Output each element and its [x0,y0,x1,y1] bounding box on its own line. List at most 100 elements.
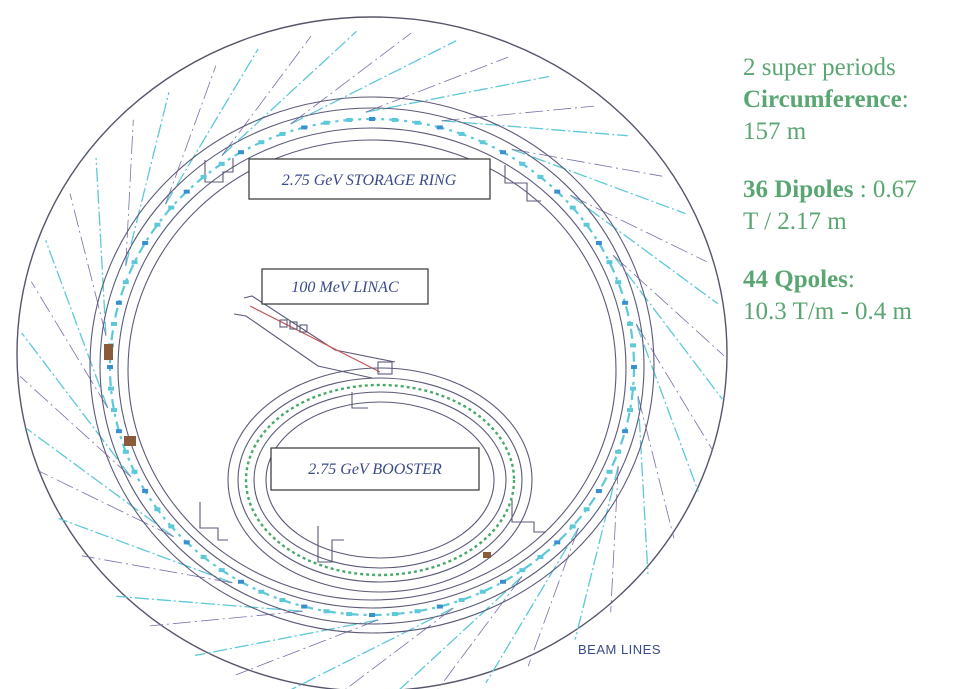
ring-magnet [238,150,244,155]
ring-magnet [238,579,244,584]
beam-line-boundary [30,281,109,409]
ring-magnet [142,489,149,493]
circumference-line: Circumference: [743,84,963,116]
linac-tunnel-upper [243,295,396,363]
beam-line [485,527,580,684]
storage-ring-inner-wall [127,139,617,601]
beam-line-boundary [37,470,174,538]
ring-magnet [631,365,637,369]
beam-line [637,396,649,575]
ring-magnet [323,609,330,614]
ring-magnet [606,469,613,474]
ring-notch-top-right [504,165,541,202]
ring-notch-bottom-left [199,502,228,541]
beam-line-boundary [69,193,107,336]
ring-magnet [479,589,486,594]
storage-ring-label: 2.75 GeV STORAGE RING [282,172,457,189]
linac-klystron-3 [299,324,308,333]
linac-klystron-2 [289,321,298,330]
dipoles-label: 36 Dipoles [743,176,854,203]
beam-line [194,619,379,657]
booster-injection [351,392,368,409]
ring-magnet [622,429,629,434]
booster-outer-wall [227,367,533,593]
ring-magnet [168,205,175,210]
ring-magnet [110,408,117,413]
ring-magnet [131,469,138,474]
ring-magnet [107,386,114,391]
beam-line-boundary [221,35,312,156]
ring-magnet [627,408,634,413]
beam-line-boundary [165,65,217,205]
ring-magnet [122,449,129,454]
ring-magnet [414,120,421,125]
ring-magnet [258,140,265,145]
booster [227,367,533,593]
ring-magnet [154,507,161,512]
ring-magnet [622,300,629,305]
ring-magnet [183,189,190,194]
ring-magnet [615,280,622,285]
booster-notch [317,526,344,563]
beam-line [164,48,259,205]
ring-magnet [537,554,544,559]
ring-magnet [630,386,637,391]
beam-line [290,607,454,689]
beam-line [365,75,550,113]
beam-line-boundary [612,254,725,356]
ring-notch-bottom-right [511,500,546,533]
ring-magnet [346,117,353,122]
ring-magnet [615,449,622,454]
equipment-block-right [483,552,491,558]
qpoles-value: 10.3 T/m - 0.4 m [743,298,912,325]
booster-wall-2 [237,377,523,583]
circumference-value: 157 m [743,118,807,145]
specifications-panel: 2 super periods Circumference: 157 m 36 … [743,52,963,328]
beam-line [612,254,723,400]
beam-line [441,120,628,137]
ring-magnet [301,125,308,130]
ring-magnet [200,175,207,180]
linac-beam-pipe [249,305,381,373]
ring-magnet [606,260,613,265]
ring-magnet [107,365,113,369]
beam-line-boundary [527,527,579,667]
linac-label: 100 MeV LINAC [291,279,399,296]
ring-magnet [131,260,138,265]
beam-line-boundary [570,194,707,262]
ring-magnet [218,161,225,166]
dipoles-value: T / 2.17 m [743,208,847,235]
beam-line-boundary [345,607,454,689]
ring-magnet [500,150,506,155]
beam-line [511,148,686,215]
ring-magnet [479,140,486,145]
ring-magnet [500,579,506,584]
beam-line-boundary [437,576,523,689]
ring-magnet [537,175,544,180]
ring-magnet [414,609,421,614]
ring-magnet [279,598,286,603]
ring-magnet [115,300,122,305]
ring-magnet [346,612,353,617]
beam-line [221,30,357,156]
storage-ring-wall-3 [117,127,627,609]
booster-inner-wall [265,401,495,559]
booster-label: 2.75 GeV BOOSTER [308,461,442,478]
ring-magnet [279,131,286,136]
ring-magnet [369,613,375,617]
ring-magnet [569,205,576,210]
equipment-block-left-2 [124,436,136,446]
ring-magnet [154,222,161,227]
storage-ring-outer-wall [89,96,655,634]
linac [233,295,396,379]
beam-line [635,323,699,492]
ring-magnet [115,429,122,434]
equipment-block-left-1 [104,344,113,360]
beam-lines-label: BEAM LINES [578,642,661,657]
beam-line-boundary [610,466,619,613]
ring-magnet [554,189,561,194]
booster-wall-3 [253,391,507,569]
ring-magnet [301,604,308,609]
beam-line-boundary [441,105,595,122]
ring-magnet [436,604,443,609]
